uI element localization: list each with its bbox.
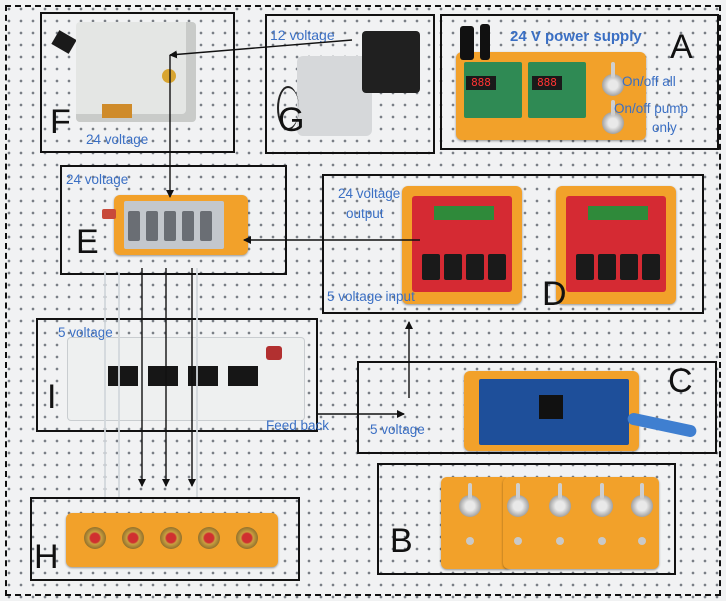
- pump-motor-icon: [362, 31, 420, 93]
- tube-2: [104, 272, 106, 497]
- chip-3: [188, 366, 218, 386]
- rca-connector-4: [198, 527, 220, 549]
- valve-5: [200, 211, 212, 241]
- letter-d: D: [542, 275, 567, 313]
- relay-icon-3: [466, 254, 484, 280]
- rca-connector-icon: [84, 527, 106, 549]
- toggle-switch-icon: [602, 62, 624, 96]
- relay-icon-7: [620, 254, 638, 280]
- box-f: [40, 12, 235, 153]
- tube-3: [196, 268, 198, 497]
- label-power-supply: 24 V power supply: [510, 28, 642, 45]
- terminal-block-2: [588, 206, 648, 220]
- relay-icon-2: [444, 254, 462, 280]
- box-a: 888 888: [440, 14, 719, 150]
- letter-h: H: [34, 538, 59, 576]
- letter-b: B: [390, 522, 413, 560]
- relay-icon: [422, 254, 440, 280]
- relay-icon-4: [488, 254, 506, 280]
- letter-e: E: [76, 223, 99, 261]
- brass-fitting: [162, 69, 176, 83]
- toggle-switch-4: [591, 483, 613, 517]
- toggle-switch-1: [459, 483, 481, 517]
- led-display-icon: 888: [466, 76, 496, 90]
- terminal-block: [434, 206, 494, 220]
- nut-3: [556, 537, 564, 545]
- letter-a: A: [670, 28, 693, 66]
- switch-plate-1: [441, 477, 511, 569]
- outer-dashed-frame: [5, 5, 721, 596]
- nut-4: [598, 537, 606, 545]
- breadboard-icon: [68, 338, 304, 420]
- label-on-off-pump-2: only: [652, 120, 677, 135]
- relay-icon-6: [598, 254, 616, 280]
- valve-fitting: [102, 104, 132, 118]
- valve-2: [146, 211, 158, 241]
- label-g-voltage: 12 voltage: [270, 27, 335, 43]
- tube-1: [118, 272, 120, 497]
- label-feed-back: Feed back: [266, 418, 330, 433]
- chip-4: [228, 366, 258, 386]
- letter-f: F: [50, 103, 71, 141]
- solenoid-valve-icon: [76, 22, 196, 122]
- box-b: [377, 463, 676, 575]
- connector-red: [266, 346, 282, 360]
- valve-3: [164, 211, 176, 241]
- nut-2: [514, 537, 522, 545]
- box-g: [265, 14, 435, 154]
- nut-1: [466, 537, 474, 545]
- rca-connector-2: [122, 527, 144, 549]
- microcontroller: [539, 395, 563, 419]
- valve-4: [182, 211, 194, 241]
- letter-i: I: [47, 378, 57, 416]
- box-c: [357, 361, 717, 454]
- box-e: [60, 165, 287, 275]
- switch-plate-2: [503, 477, 659, 569]
- buck-converter-2: [528, 62, 586, 118]
- letter-g: G: [278, 101, 305, 139]
- chip-1: [108, 366, 138, 386]
- label-e-voltage: 24 voltage: [66, 172, 129, 187]
- arrow-g-to-f: [169, 39, 353, 59]
- nut-5: [638, 537, 646, 545]
- label-d-input: 5 voltage input: [327, 289, 415, 304]
- toggle-switch-icon-2: [602, 100, 624, 134]
- label-c-voltage: 5 voltage: [370, 422, 425, 437]
- valve-1: [128, 211, 140, 241]
- buck-converter-1: [464, 62, 522, 118]
- box-i: [36, 318, 318, 432]
- label-d-output-2: output: [346, 206, 384, 221]
- label-on-off-pump-1: On/off pump: [614, 101, 689, 116]
- led-display-icon-2: 888: [532, 76, 562, 90]
- label-i-voltage: 5 voltage: [58, 325, 113, 340]
- dc-jack: [460, 26, 474, 60]
- chip-2: [148, 366, 178, 386]
- pump-cable: [277, 86, 299, 130]
- toggle-switch-2: [507, 483, 529, 517]
- label-f-voltage: 24 voltage: [86, 132, 149, 147]
- box-d: [322, 174, 704, 314]
- label-on-off-all: On/off all: [622, 74, 676, 89]
- box-h: [30, 497, 300, 581]
- toggle-switch-5: [631, 483, 653, 517]
- relay-icon-5: [576, 254, 594, 280]
- rca-connector-3: [160, 527, 182, 549]
- inlet-fitting: [102, 209, 116, 219]
- toggle-switch-3: [549, 483, 571, 517]
- pump-body: [297, 56, 372, 136]
- relay-icon-8: [642, 254, 660, 280]
- rca-connector-5: [236, 527, 258, 549]
- letter-c: C: [668, 362, 693, 400]
- dc-jack-2: [480, 24, 490, 60]
- label-d-output-1: 24 voltage: [338, 186, 401, 201]
